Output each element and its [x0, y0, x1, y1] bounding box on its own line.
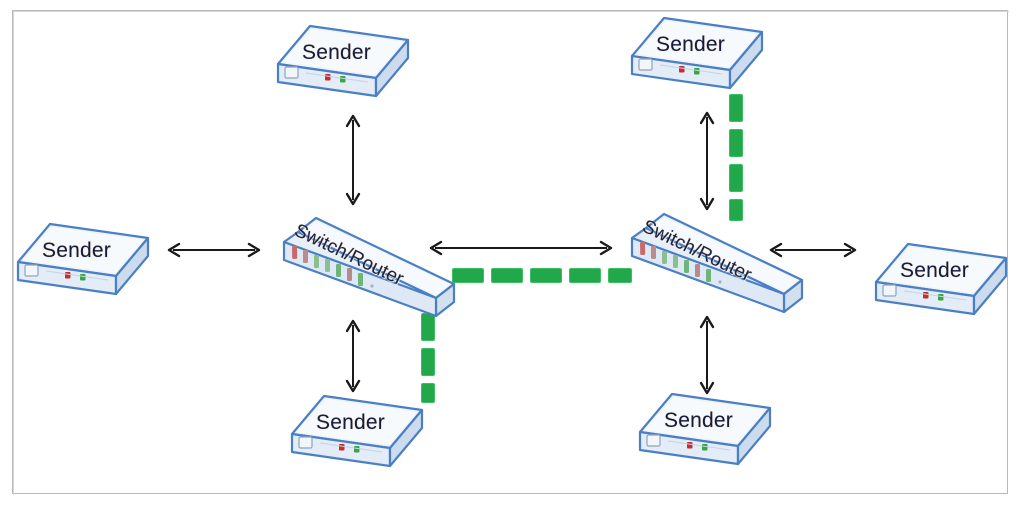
sender-bottom-left[interactable]: Sender: [282, 390, 432, 482]
double-headed-arrow-graphic: [345, 114, 361, 206]
flow-dash-segment: [452, 268, 484, 283]
flow-dash-segment: [530, 268, 562, 283]
arrow-sender-top-left-to-router-left: [344, 113, 362, 207]
double-headed-arrow-graphic: [699, 111, 715, 211]
diagram-frame: [12, 10, 1008, 494]
double-headed-arrow-graphic: [167, 242, 261, 258]
sender-top-left[interactable]: Sender: [268, 20, 418, 112]
router-port-leds: [640, 241, 711, 282]
sender-device-graphic: [874, 242, 1008, 316]
switch-router-left[interactable]: Switch/Router: [276, 206, 476, 328]
device-label: Sender: [302, 41, 371, 64]
double-headed-arrow-graphic: [699, 315, 715, 395]
switch-router-device-graphic: [282, 216, 456, 318]
flow-dash-segment: [729, 129, 743, 157]
flow-dash-segment: [421, 383, 435, 403]
switch-router-right[interactable]: Switch/Router: [624, 202, 824, 324]
sender-device-graphic: [276, 24, 410, 98]
sender-bottom-right[interactable]: Sender: [630, 388, 780, 480]
device-label: Sender: [900, 259, 969, 282]
sender-device-graphic: [16, 222, 150, 296]
device-label: Sender: [42, 239, 111, 262]
sender-device-graphic: [638, 392, 772, 466]
device-label: Sender: [316, 411, 385, 434]
flow-dash-segment: [421, 348, 435, 376]
flow-dash-segment: [729, 164, 743, 192]
arrow-router-left-to-sender-bottom-left: [344, 318, 362, 394]
flow-dash-segment: [608, 268, 632, 283]
sender-top-right[interactable]: Sender: [622, 12, 772, 104]
double-headed-arrow-graphic: [429, 240, 613, 256]
router-port-leds: [292, 245, 363, 286]
sender-left[interactable]: Sender: [8, 218, 158, 310]
flow-dash-segment: [569, 268, 601, 283]
arrow-router-right-to-sender-bottom-right: [698, 314, 716, 396]
arrow-router-right-to-sender-right: [768, 241, 858, 259]
arrow-sender-top-right-to-router-right: [698, 110, 716, 212]
sender-device-graphic: [630, 16, 764, 90]
flow-dash-segment: [729, 94, 743, 122]
flow-dash-segment: [491, 268, 523, 283]
switch-router-device-graphic: [630, 212, 804, 314]
device-label: Sender: [656, 33, 725, 56]
double-headed-arrow-graphic: [345, 319, 361, 393]
arrow-router-left-to-router-right: [428, 239, 614, 257]
sender-right[interactable]: Sender: [866, 238, 1016, 330]
flow-dash-segment: [729, 199, 743, 221]
sender-device-graphic: [290, 394, 424, 468]
arrow-sender-left-to-router-left: [166, 241, 262, 259]
device-label: Sender: [664, 409, 733, 432]
double-headed-arrow-graphic: [769, 242, 857, 258]
